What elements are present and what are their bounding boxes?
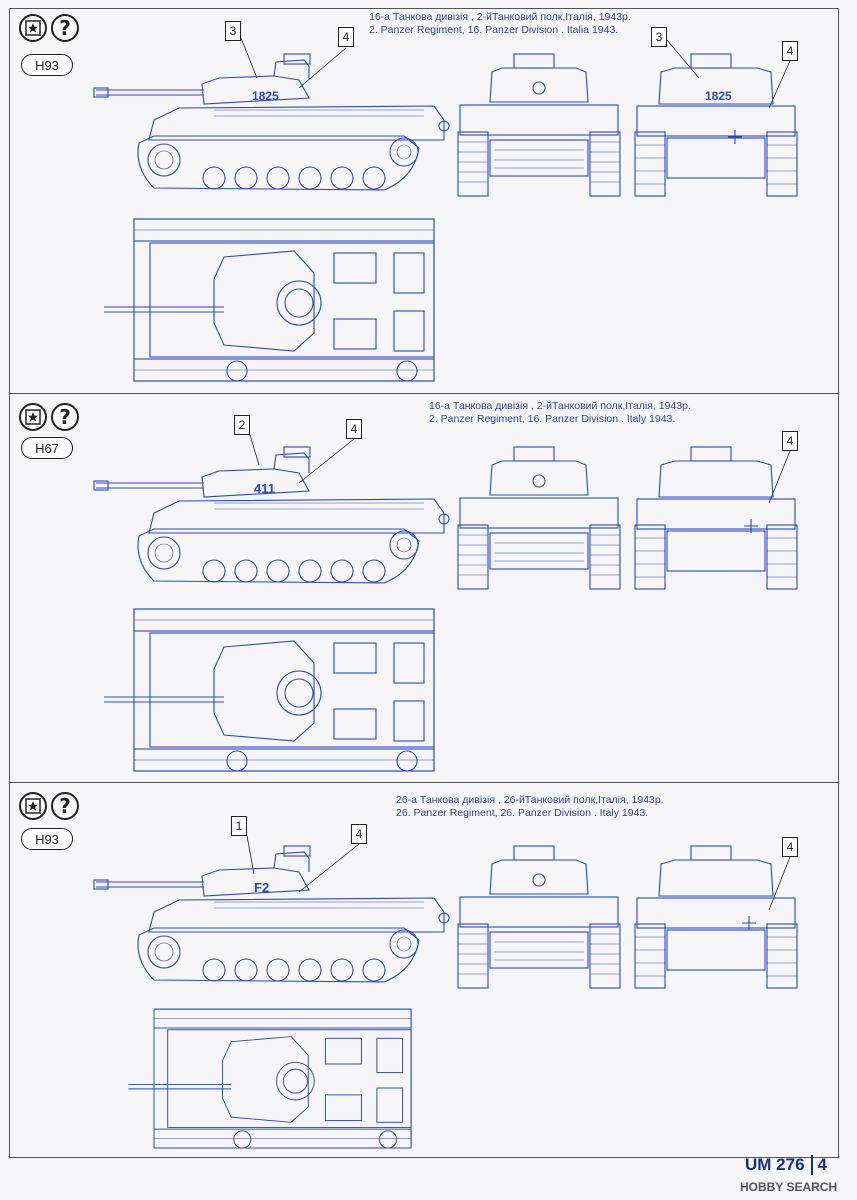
tank-rear-view bbox=[634, 446, 798, 590]
variant-section-3: ? H93 26-а Танкова дивізія , 26-йТанкови… bbox=[9, 782, 839, 1158]
footer-kit-code: UM 276 4 bbox=[745, 1155, 827, 1175]
star-stamp-icon bbox=[19, 792, 47, 820]
caption-english: 26. Panzer Regiment, 26. Panzer Division… bbox=[396, 807, 649, 819]
decal-callout: 4 bbox=[782, 837, 798, 857]
question-mark-icon: ? bbox=[51, 14, 79, 42]
decal-callout: 3 bbox=[225, 21, 241, 41]
paint-code-badge: H93 bbox=[21, 54, 73, 76]
section-divider bbox=[9, 393, 839, 394]
tank-front-view bbox=[457, 446, 621, 590]
page-number: 4 bbox=[810, 1155, 827, 1175]
tank-front-view bbox=[457, 53, 621, 197]
tank-rear-view bbox=[634, 845, 798, 989]
page-frame bbox=[9, 8, 839, 1158]
decal-callout: 1 bbox=[231, 816, 247, 836]
variant-section-2: ? H67 16-а Танкова дивізія , 2-йТанковий… bbox=[9, 393, 839, 782]
callout-leaders bbox=[246, 835, 791, 911]
decal-callout: 4 bbox=[782, 431, 798, 451]
star-stamp-icon bbox=[19, 14, 47, 42]
caption-english: 2. Panzer Regiment, 16. Panzer Division … bbox=[429, 413, 676, 425]
tank-side-view: 411 bbox=[93, 446, 450, 584]
section-divider bbox=[9, 782, 839, 783]
tank-rear-view: 1825 bbox=[634, 53, 798, 197]
question-mark-icon: ? bbox=[51, 792, 79, 820]
caption-ukrainian: 16-а Танкова дивізія , 2-йТанковий полк,… bbox=[429, 400, 691, 412]
decal-callout: 4 bbox=[338, 27, 354, 47]
tank-top-view bbox=[104, 218, 435, 382]
variant-section-1: ? H93 16-а Танкова дивізія , 2-йТанковий… bbox=[9, 8, 839, 393]
decal-callout: 4 bbox=[782, 41, 798, 61]
tank-rear-number: 1825 bbox=[705, 89, 732, 103]
tank-turret-number: F2 bbox=[254, 880, 269, 895]
decal-callout: 4 bbox=[346, 419, 362, 439]
tank-side-view: 1825 bbox=[93, 53, 450, 191]
caption-english: 2. Panzer Regiment, 16. Panzer Division … bbox=[369, 24, 619, 36]
tank-front-view bbox=[457, 845, 621, 989]
decal-callout: 4 bbox=[351, 824, 367, 844]
caption-ukrainian: 26-а Танкова дивізія , 26-йТанковий полк… bbox=[396, 794, 664, 806]
star-stamp-icon bbox=[19, 403, 47, 431]
tank-turret-number: 1825 bbox=[252, 89, 279, 103]
watermark: HOBBY SEARCH bbox=[740, 1180, 838, 1194]
kit-number: UM 276 bbox=[745, 1155, 805, 1174]
tank-top-view bbox=[128, 1008, 412, 1149]
caption-ukrainian: 16-а Танкова дивізія , 2-йТанковий полк,… bbox=[369, 11, 631, 23]
paint-code-badge: H93 bbox=[21, 828, 73, 850]
decal-callout: 3 bbox=[651, 27, 667, 47]
decal-callout: 2 bbox=[234, 415, 250, 435]
tank-top-view bbox=[104, 608, 435, 772]
tank-turret-number: 411 bbox=[254, 481, 275, 496]
tank-side-view: F2 bbox=[93, 845, 450, 983]
question-mark-icon: ? bbox=[51, 403, 79, 431]
paint-code-badge: H67 bbox=[21, 437, 73, 459]
callout-leaders bbox=[240, 37, 791, 109]
